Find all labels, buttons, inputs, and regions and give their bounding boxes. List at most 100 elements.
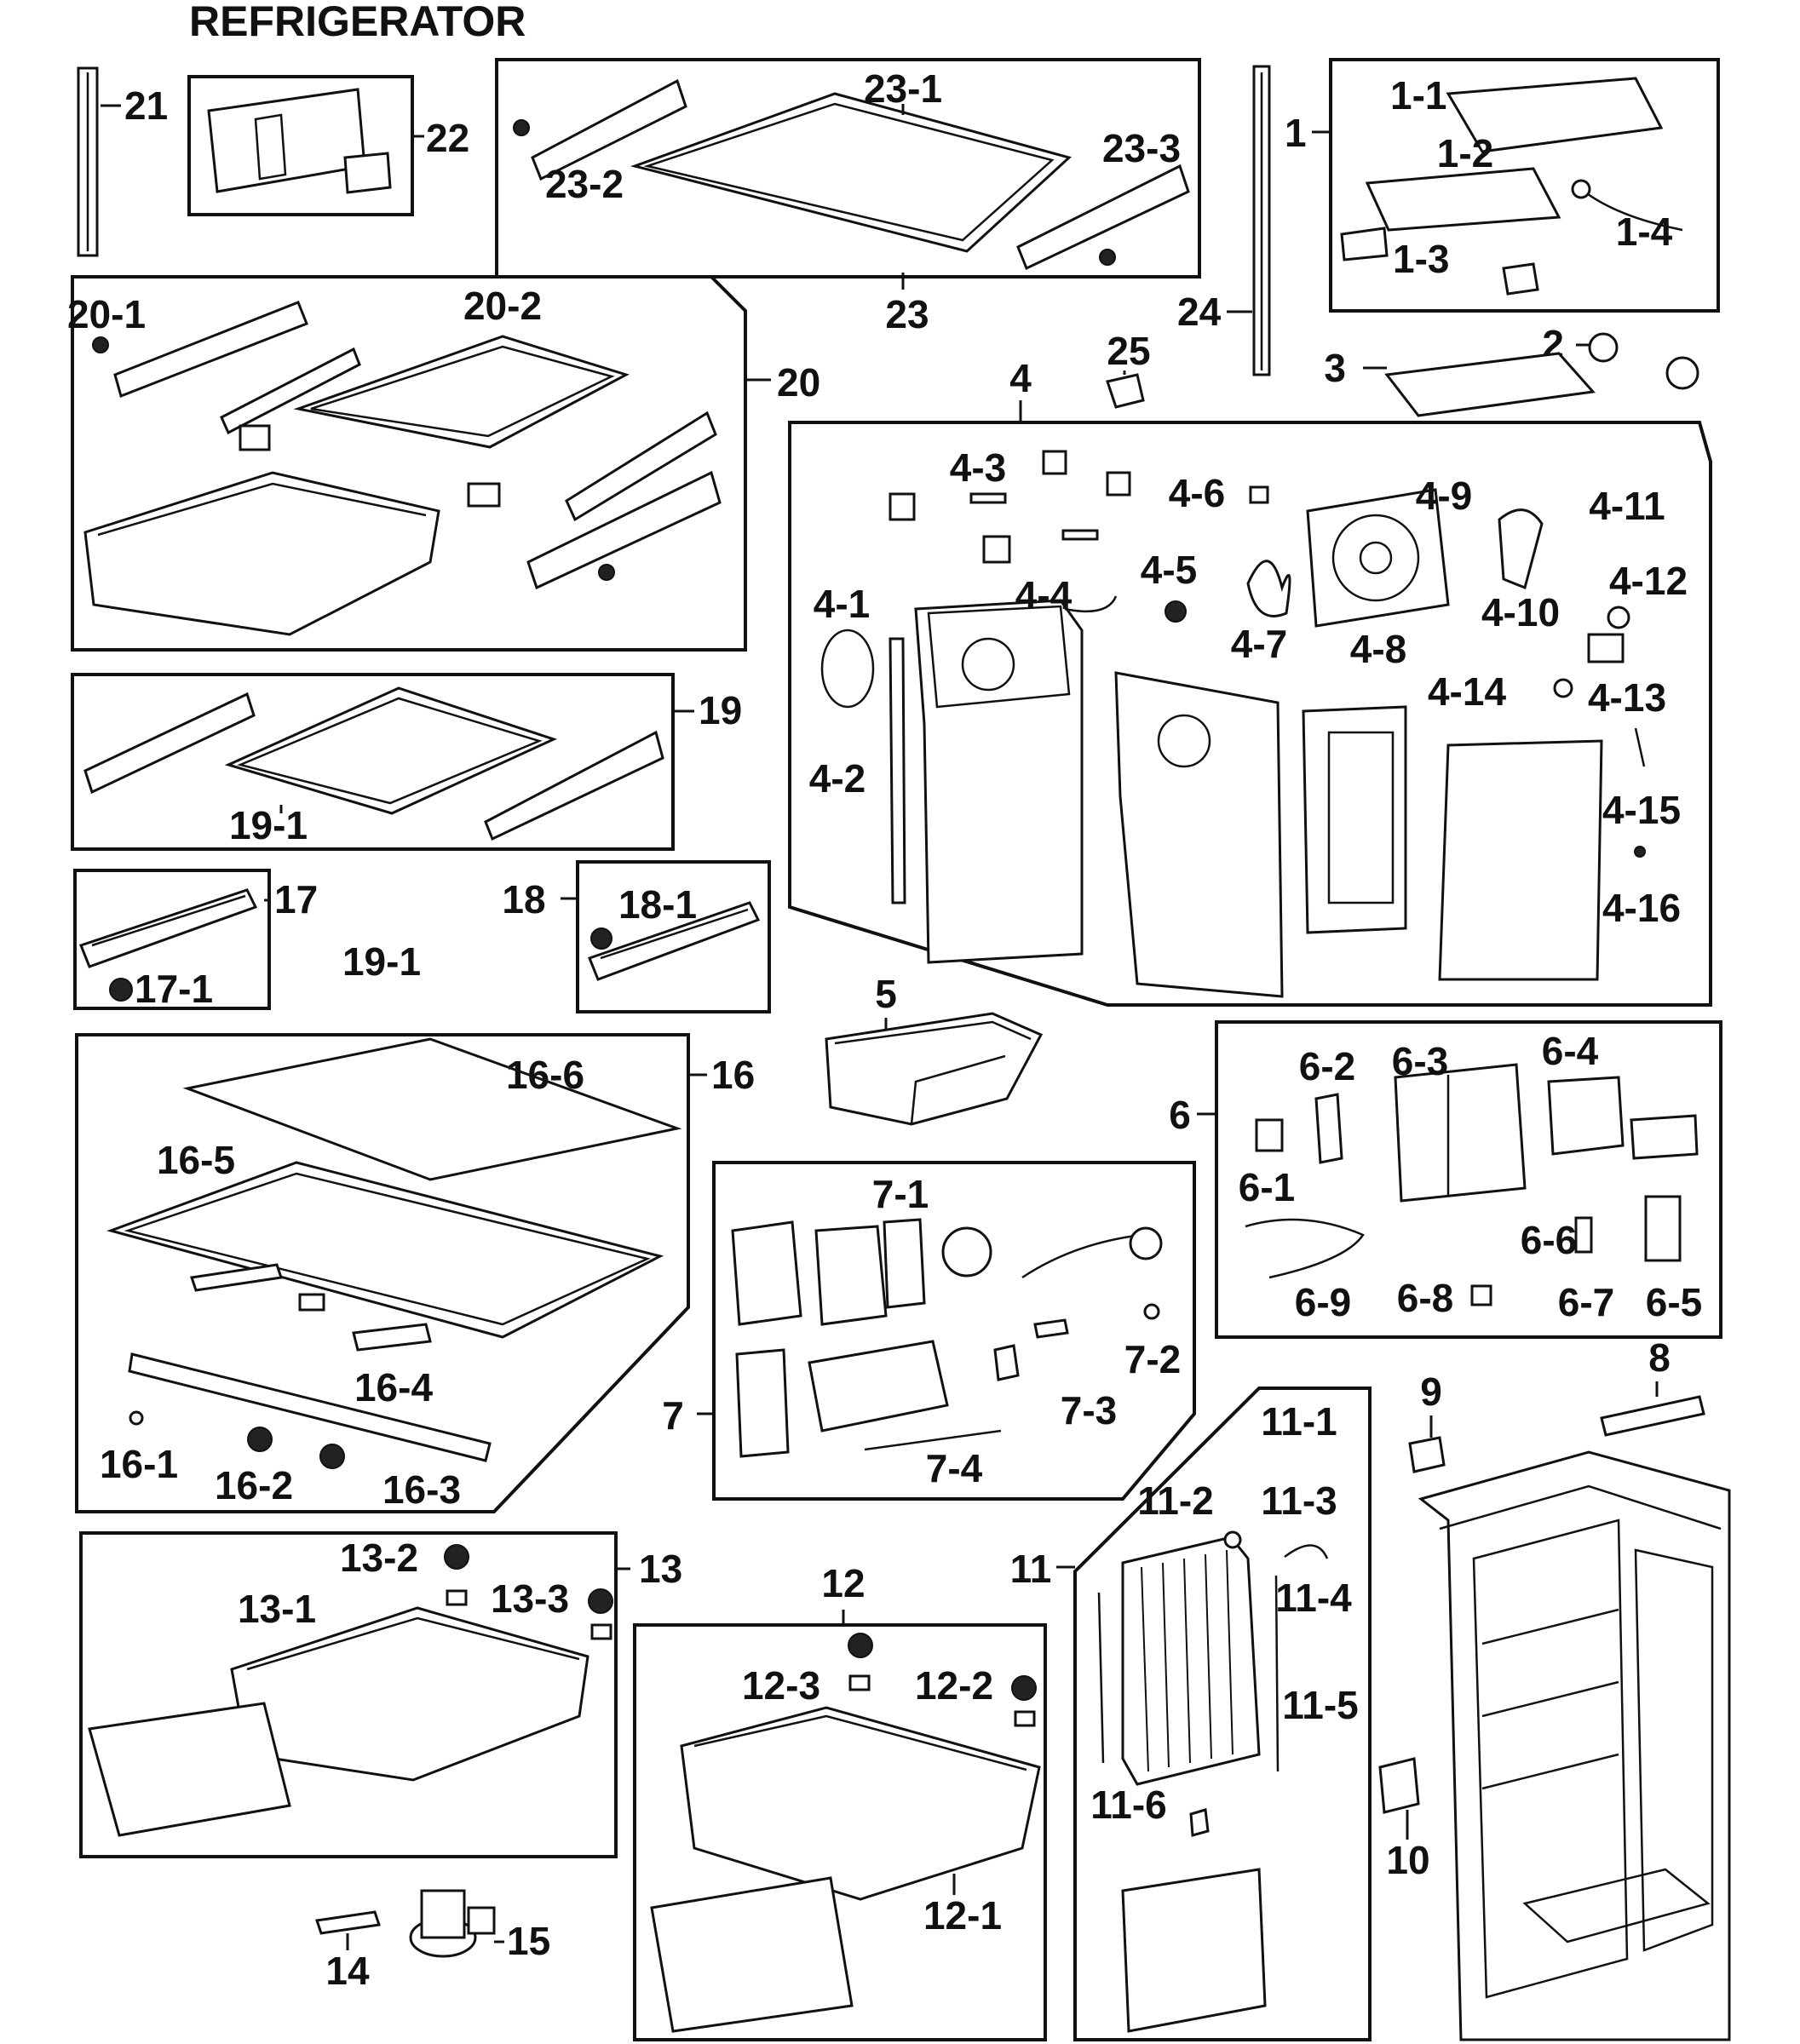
label-7-1: 7-1 [872, 1172, 929, 1216]
label-23-3: 23-3 [1102, 126, 1181, 170]
label-6-6: 6-6 [1521, 1218, 1577, 1262]
label-11-2: 11-2 [1137, 1478, 1214, 1523]
diagram-title: REFRIGERATOR [189, 0, 526, 45]
label-4-5: 4-5 [1141, 548, 1197, 592]
label-6-7: 6-7 [1558, 1280, 1614, 1324]
label-11-5: 11-5 [1282, 1683, 1359, 1727]
label-22: 22 [426, 116, 469, 160]
label-6-1: 6-1 [1239, 1165, 1295, 1209]
label-20-2: 20-2 [463, 284, 542, 328]
label-6-5: 6-5 [1646, 1280, 1702, 1324]
part-5-icemaker [825, 1012, 1044, 1126]
label-13-3: 13-3 [491, 1576, 569, 1621]
part-8-cover [1600, 1381, 1705, 1437]
label-4-12: 4-12 [1609, 559, 1688, 603]
label-6-4: 6-4 [1542, 1029, 1599, 1073]
label-4-14: 4-14 [1428, 669, 1506, 714]
label-4-2: 4-2 [809, 756, 865, 801]
label-6: 6 [1169, 1093, 1191, 1137]
label-16-5: 16-5 [157, 1138, 235, 1182]
label-23: 23 [885, 292, 929, 336]
label-3: 3 [1324, 346, 1346, 390]
part-13-crisper-group [79, 1531, 630, 1858]
label-4-7: 4-7 [1231, 622, 1287, 666]
label-5: 5 [875, 972, 897, 1016]
label-7-3: 7-3 [1061, 1388, 1117, 1433]
label-1-3: 1-3 [1393, 237, 1449, 281]
part-17-rail-group [73, 869, 271, 1010]
label-16: 16 [711, 1053, 755, 1097]
label-19-1: 19-1 [229, 803, 308, 847]
label-16-1: 16-1 [100, 1442, 178, 1486]
part-23-shelf-group [495, 58, 1201, 290]
label-16-4: 16-4 [354, 1365, 433, 1410]
label-6-8: 6-8 [1397, 1276, 1453, 1320]
label-16-2: 16-2 [215, 1463, 293, 1507]
label-4-13: 4-13 [1588, 675, 1666, 720]
label-19: 19 [699, 688, 742, 732]
label-7-2: 7-2 [1124, 1337, 1181, 1381]
part-7-ice-bucket-group [697, 1161, 1196, 1501]
part-10-bracket [1378, 1757, 1420, 1840]
label-11-6: 11-6 [1090, 1783, 1167, 1827]
label-4-9: 4-9 [1416, 474, 1472, 518]
label-19-1-b: 19-1 [342, 939, 421, 984]
label-12-3: 12-3 [742, 1663, 820, 1708]
part-1-lamp-group [1312, 58, 1720, 313]
label-13: 13 [639, 1547, 682, 1591]
label-16-3: 16-3 [382, 1467, 461, 1512]
part-21-rail [77, 66, 121, 257]
label-7-4: 7-4 [926, 1446, 983, 1490]
part-4-evaporator-cover-group [788, 400, 1712, 1007]
label-7: 7 [662, 1393, 684, 1438]
label-24: 24 [1177, 290, 1222, 334]
part-9-bracket [1408, 1415, 1446, 1473]
part-12-crisper-group [633, 1610, 1047, 2041]
label-6-9: 6-9 [1295, 1280, 1351, 1324]
part-24-rail [1227, 65, 1271, 376]
label-14: 14 [325, 1949, 370, 1993]
label-11-4: 11-4 [1275, 1576, 1352, 1620]
label-4-10: 4-10 [1481, 590, 1560, 634]
part-3-lamp-cover [1363, 352, 1596, 417]
part-25-clip [1106, 370, 1145, 409]
label-20: 20 [777, 360, 820, 405]
label-4-1: 4-1 [814, 582, 870, 626]
label-1-2: 1-2 [1437, 131, 1493, 175]
label-4-8: 4-8 [1350, 627, 1406, 671]
part-15-motor [409, 1889, 504, 1958]
part-11-evaporator-group [1056, 1387, 1372, 2041]
label-13-1: 13-1 [238, 1587, 316, 1631]
label-11-1: 11-1 [1261, 1399, 1337, 1444]
label-18-1: 18-1 [618, 882, 697, 927]
label-17-1: 17-1 [135, 967, 213, 1011]
part-18-rail-group [561, 860, 771, 1013]
part-19-shelf-group [71, 673, 694, 851]
part-6-control-group [1197, 1020, 1722, 1339]
label-6-2: 6-2 [1299, 1044, 1355, 1088]
label-20-1: 20-1 [67, 292, 146, 336]
label-11: 11 [1010, 1547, 1052, 1591]
label-10: 10 [1386, 1838, 1429, 1882]
label-16-6: 16-6 [506, 1053, 584, 1097]
label-1-4: 1-4 [1616, 210, 1673, 254]
label-21: 21 [124, 83, 168, 128]
label-4-11: 4-11 [1589, 484, 1665, 528]
label-4-16: 4-16 [1602, 886, 1681, 930]
label-8: 8 [1648, 1335, 1671, 1380]
label-23-1: 23-1 [864, 66, 942, 111]
label-12-1: 12-1 [923, 1893, 1002, 1938]
label-12-2: 12-2 [915, 1663, 993, 1708]
label-4: 4 [1009, 356, 1032, 400]
label-17: 17 [274, 877, 318, 922]
label-25: 25 [1107, 329, 1150, 373]
part-16-cover-group [75, 1033, 707, 1513]
label-6-3: 6-3 [1392, 1039, 1448, 1083]
label-4-6: 4-6 [1169, 471, 1225, 515]
label-9: 9 [1420, 1369, 1442, 1414]
label-1: 1 [1285, 111, 1307, 155]
part-22-group [187, 75, 424, 216]
label-23-2: 23-2 [545, 162, 624, 206]
label-12: 12 [821, 1561, 865, 1605]
